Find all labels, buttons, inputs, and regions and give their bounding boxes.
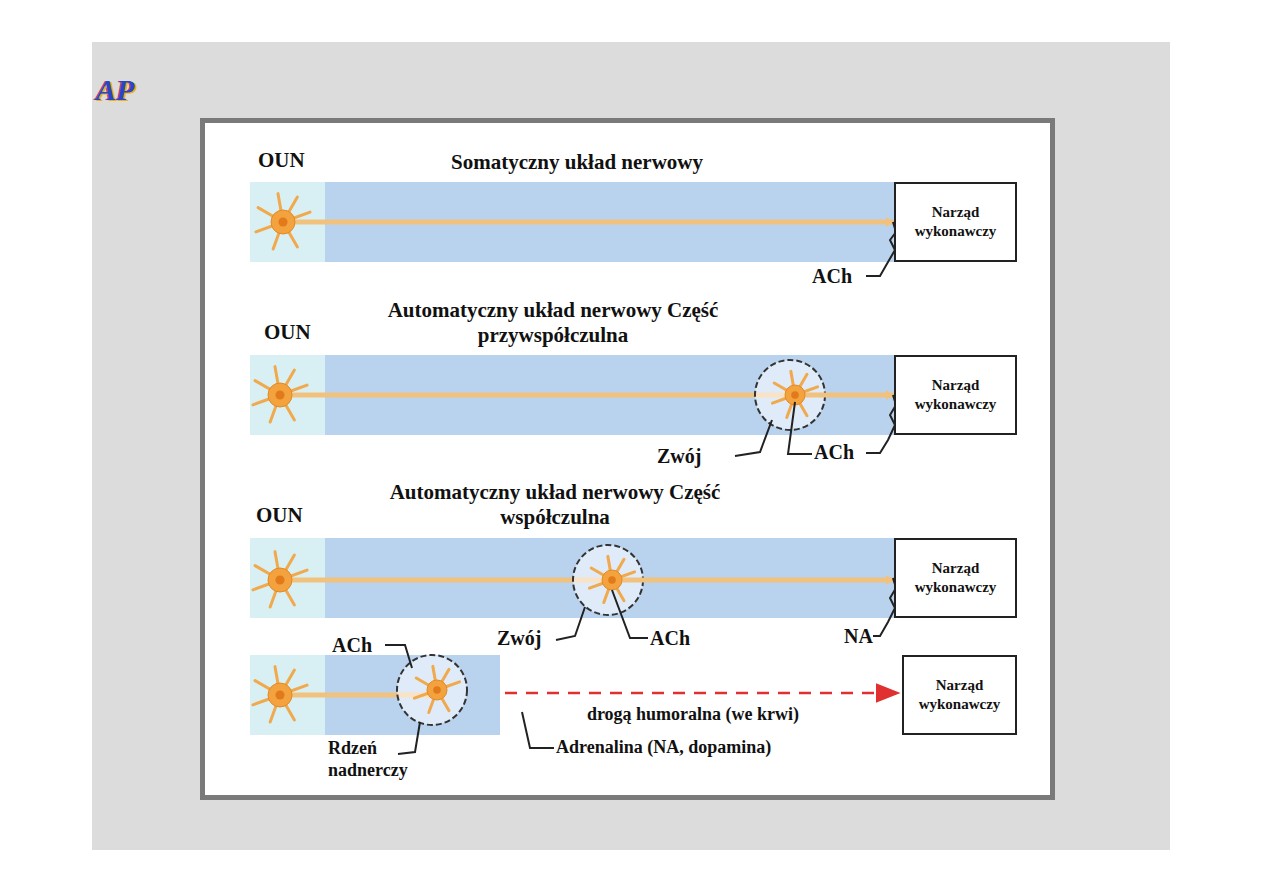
diagram-label: OUN — [258, 148, 305, 173]
diagram-label: Zwój — [497, 626, 541, 650]
diagram-label: Automatyczny układ nerwowy Część przywsp… — [383, 298, 723, 348]
diagram-label: Somatyczny układ nerwowy — [451, 150, 703, 175]
organ-box: Narząd wykonawczy — [894, 538, 1017, 618]
diagram-label: drogą humoralna (we krwi) — [587, 704, 799, 726]
diagram-label: OUN — [256, 503, 303, 528]
organ-label: Narząd wykonawczy — [896, 559, 1015, 597]
diagram-label: OUN — [264, 320, 311, 345]
diagram-label: ACh — [814, 440, 854, 464]
diagram-label: ACh — [332, 633, 372, 657]
organ-label: Narząd wykonawczy — [896, 376, 1015, 414]
diagram-label: Rdzeń nadnerczy — [328, 738, 408, 781]
organ-label: Narząd wykonawczy — [904, 676, 1015, 714]
organ-label: Narząd wykonawczy — [896, 203, 1015, 241]
diagram-label: Zwój — [657, 444, 701, 468]
organ-box: Narząd wykonawczy — [894, 355, 1017, 435]
diagram-label: Adrenalina (NA, dopamina) — [556, 737, 771, 759]
diagram-label: ACh — [812, 264, 852, 288]
diagram-label: ACh — [650, 626, 690, 650]
diagram-label: NA — [844, 624, 873, 648]
organ-box: Narząd wykonawczy — [902, 655, 1017, 735]
organ-box: Narząd wykonawczy — [894, 182, 1017, 262]
diagram-label: Automatyczny układ nerwowy Część współcz… — [385, 480, 725, 530]
logo-text: AP — [96, 72, 134, 108]
